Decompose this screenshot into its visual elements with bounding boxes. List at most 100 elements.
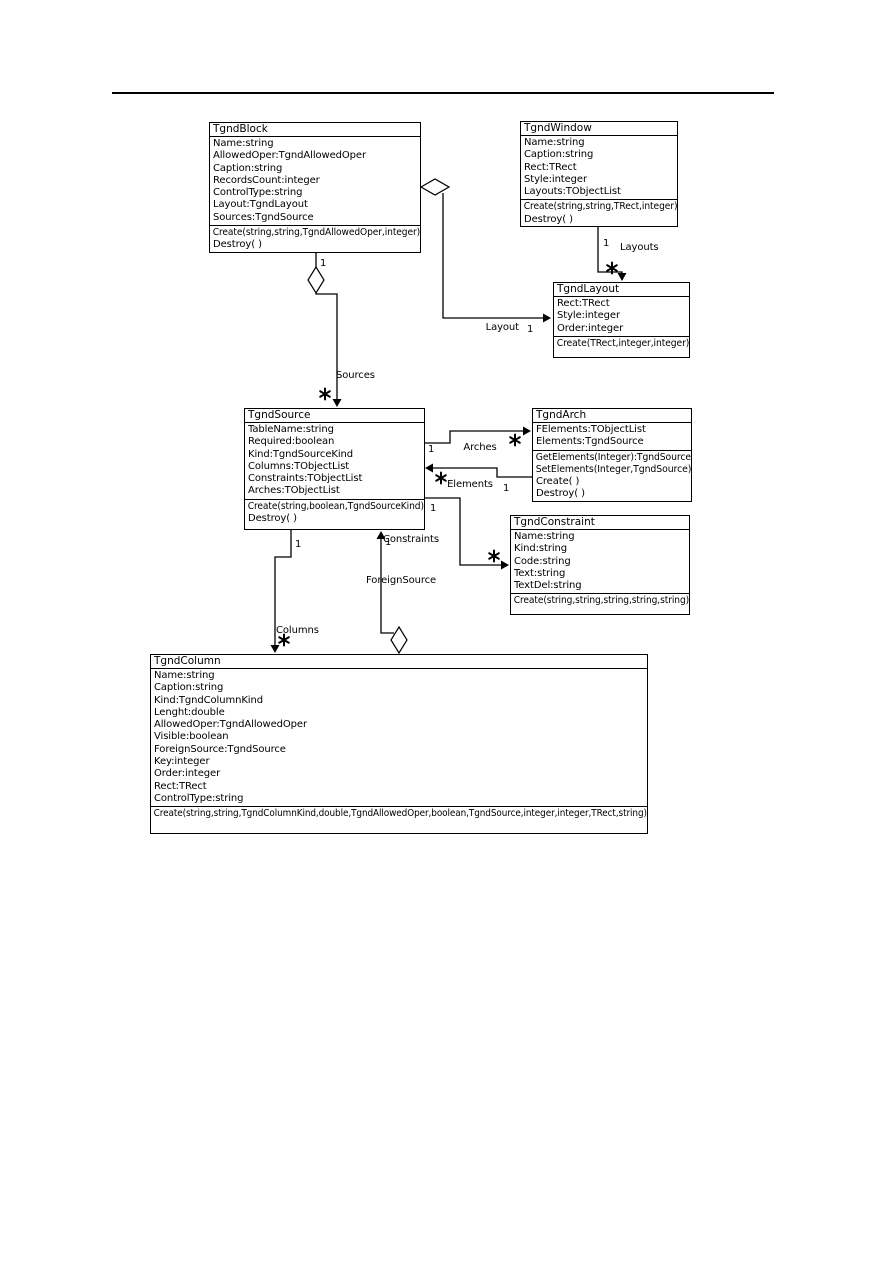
attribute-row: AllowedOper:TgndAllowedOper	[213, 150, 366, 162]
attribute-row: Lenght:double	[154, 706, 225, 718]
attribute-row: AllowedOper:TgndAllowedOper	[154, 719, 307, 731]
multiplicity-many-star	[278, 633, 290, 647]
attribute-row: Rect:TRect	[524, 161, 577, 173]
method-row: Destroy( )	[524, 213, 573, 225]
attribute-row: Elements:TgndSource	[536, 436, 644, 448]
method-row: Create(string,boolean,TgndSourceKind)	[247, 500, 424, 512]
class-title: TgndColumn	[151, 655, 647, 669]
class-title: TgndLayout	[554, 283, 689, 297]
attribute-row: Sources:TgndSource	[213, 211, 314, 223]
direction-arrow-icon	[543, 313, 551, 323]
edge-label: Sources	[336, 370, 375, 381]
edge-label: Elements	[447, 479, 493, 490]
attribute-row: FElements:TObjectList	[536, 424, 646, 435]
attribute-row: Caption:string	[154, 682, 224, 694]
multiplicity-label: 1	[503, 483, 509, 494]
method-row: SetElements(Integer,TgndSource)	[535, 463, 692, 475]
edge-label: Layout	[486, 322, 520, 333]
attribute-row: Constraints:TObjectList	[248, 473, 363, 485]
edge-label: Layouts	[620, 242, 659, 253]
attribute-row: Name:string	[524, 137, 585, 148]
edge-line	[274, 530, 292, 646]
attribute-row: Layouts:TObjectList	[524, 186, 621, 198]
class-methods: Create(string,string,string,string,strin…	[511, 593, 689, 614]
multiplicity-label: 1	[320, 258, 326, 269]
attribute-row: Style:integer	[557, 310, 620, 322]
page-top-rule	[112, 92, 774, 94]
edge-line	[433, 467, 532, 478]
class-methods: Create(TRect,integer,integer)	[554, 335, 689, 357]
multiplicity-many-star	[488, 549, 500, 563]
multiplicity-label: 1	[295, 539, 301, 550]
class-methods: Create(string,string,TRect,integer)Destr…	[521, 199, 678, 227]
direction-arrow-icon	[501, 560, 509, 570]
edge-line	[315, 292, 338, 401]
class-title: TgndConstraint	[511, 516, 689, 530]
class-methods: Create(string,string,TgndAllowedOper,int…	[210, 225, 420, 253]
edge-arch-elements: Elements 1	[425, 463, 532, 494]
attribute-row: Rect:TRect	[154, 780, 207, 792]
attribute-row: ControlType:string	[213, 187, 303, 199]
edge-label: ForeignSource	[366, 575, 436, 586]
attribute-row: Name:string	[213, 138, 274, 149]
attribute-row: Columns:TObjectList	[248, 460, 350, 472]
attribute-row: Caption:string	[524, 149, 594, 161]
direction-arrow-icon	[376, 531, 386, 539]
direction-arrow-icon	[332, 399, 342, 407]
attribute-row: TableName:string	[248, 424, 334, 435]
attribute-row: ControlType:string	[154, 792, 244, 804]
direction-arrow-icon	[617, 273, 627, 281]
attribute-row: Text:string	[514, 567, 566, 579]
edge-label: Columns	[276, 625, 319, 636]
direction-arrow-icon	[523, 426, 531, 436]
edge-line	[425, 497, 501, 566]
multiplicity-many-star	[435, 471, 447, 485]
attribute-row: Required:boolean	[248, 436, 335, 448]
attribute-row: Caption:string	[213, 162, 283, 174]
direction-arrow-icon	[270, 645, 280, 653]
multiplicity-label: 1	[430, 503, 436, 514]
attribute-row: Name:string	[154, 670, 215, 681]
class-title: TgndArch	[533, 409, 691, 423]
class-title: TgndWindow	[521, 122, 677, 136]
attribute-row: Arches:TObjectList	[248, 485, 340, 497]
attribute-row: Name:string	[514, 531, 575, 542]
attribute-row: Key:integer	[154, 756, 210, 768]
aggregation-diamond-icon	[307, 265, 325, 295]
attribute-row: ForeignSource:TgndSource	[154, 743, 286, 755]
multiplicity-label: 1	[603, 238, 609, 249]
class-methods: Create(string,boolean,TgndSourceKind)Des…	[245, 498, 424, 529]
attribute-row: Rect:TRect	[557, 298, 610, 309]
edge-window-layouts: Layouts 1	[597, 227, 659, 281]
edge-line	[597, 227, 623, 280]
method-row: Create(string,string,TgndAllowedOper,int…	[212, 227, 421, 239]
multiplicity-label: 1	[527, 324, 533, 335]
method-row: Create( )	[536, 476, 580, 488]
attribute-row: Order:integer	[557, 322, 624, 334]
attribute-row: RecordsCount:integer	[213, 174, 320, 186]
edge-line	[380, 539, 394, 634]
method-row: Destroy( )	[248, 513, 297, 525]
edge-label: Constraints	[383, 534, 439, 545]
method-row: Destroy( )	[213, 239, 262, 251]
aggregation-diamond-icon	[419, 178, 451, 196]
attribute-row: Style:integer	[524, 173, 587, 185]
class-title: TgndBlock	[210, 123, 420, 137]
multiplicity-many-star	[606, 261, 618, 275]
attribute-row: Kind:TgndSourceKind	[248, 448, 353, 460]
attribute-row: Kind:TgndColumnKind	[154, 694, 263, 706]
aggregation-diamond-icon	[390, 625, 408, 655]
